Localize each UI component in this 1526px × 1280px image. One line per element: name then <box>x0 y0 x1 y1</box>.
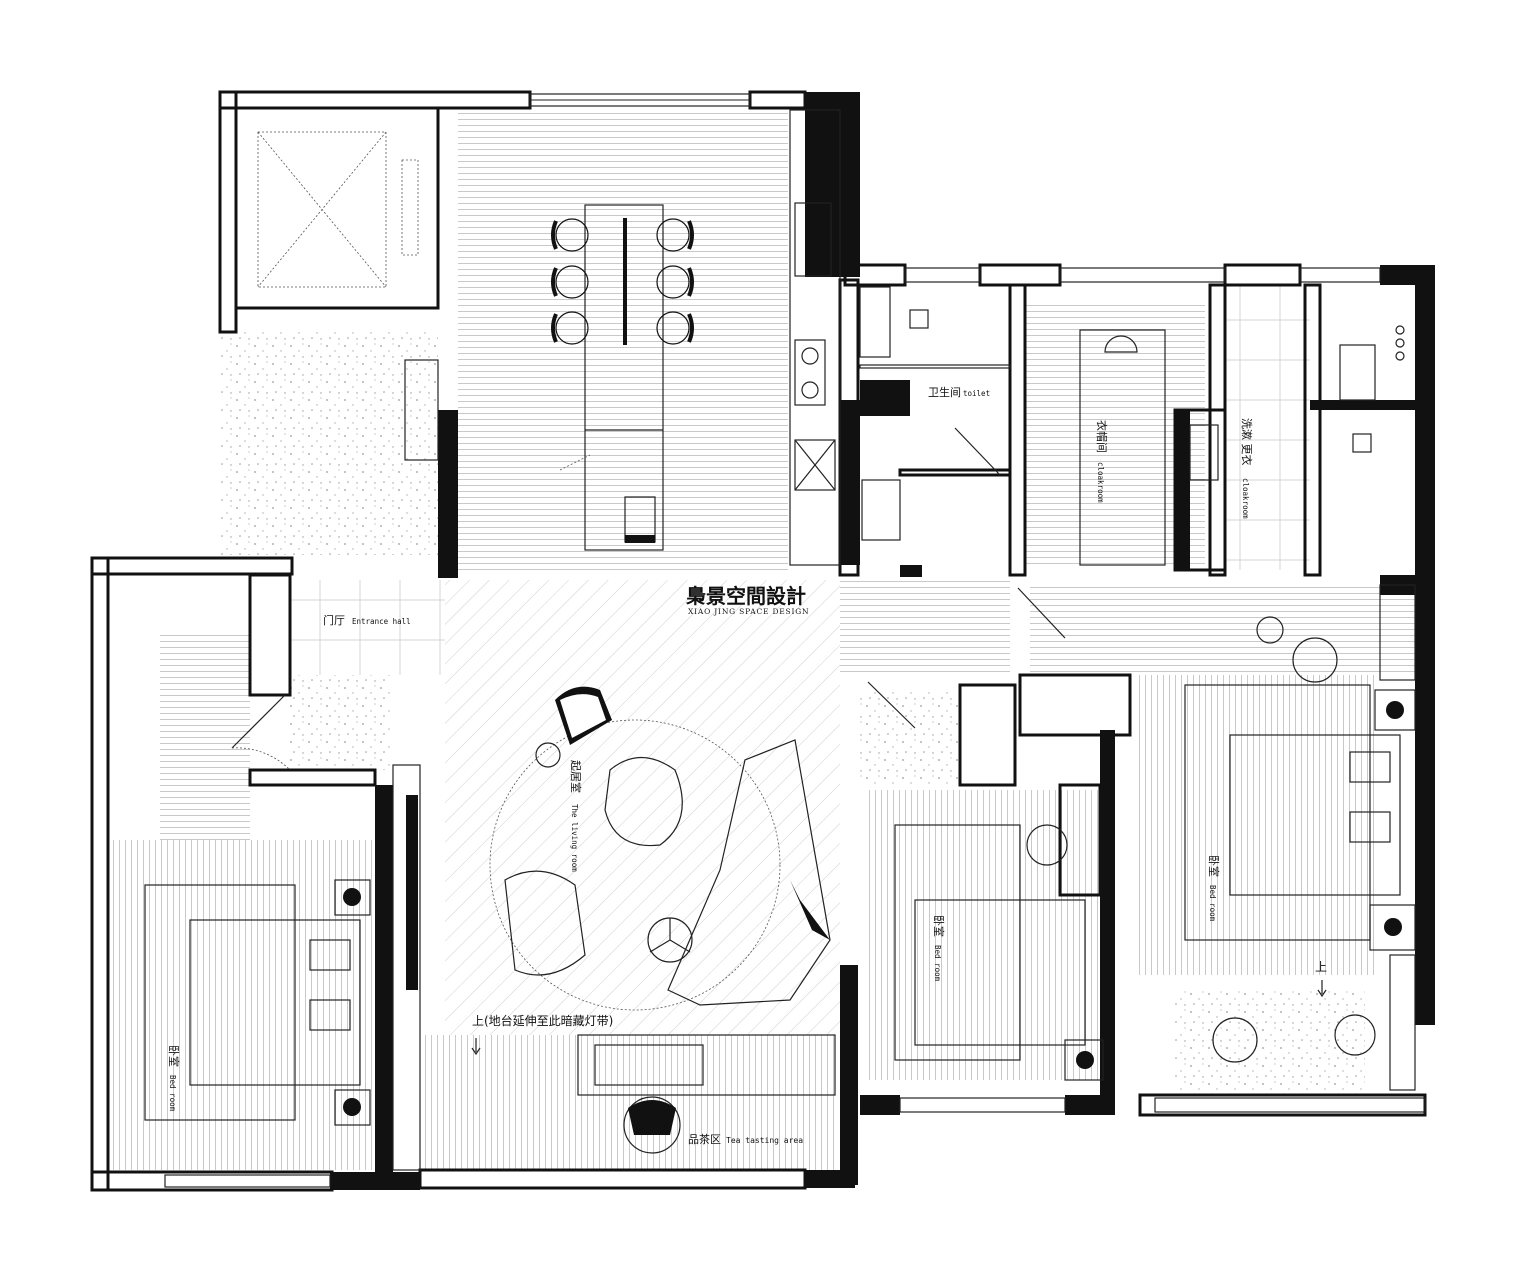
walls <box>90 90 1435 1192</box>
entrance-label-en: Entrance hall <box>352 617 411 626</box>
dining-chair-back <box>551 220 558 250</box>
bed-right <box>1184 584 1416 1091</box>
dining-chair-back <box>551 313 558 343</box>
cloakroom1-label-en: cloakroom <box>1096 462 1105 503</box>
cloakroom1-label-zh: 衣帽间 <box>1095 420 1109 453</box>
floor-fills <box>110 110 1420 1170</box>
bedroom-mid-label-zh: 卧室 <box>932 915 946 937</box>
dining-chair-back <box>687 267 694 297</box>
dining-chair-back <box>687 313 694 343</box>
toilet-label-en: toilet <box>963 389 990 398</box>
bedroom-right-label-zh: 卧室 <box>1207 855 1221 877</box>
living-label-zh: 起居室 <box>569 760 583 793</box>
toilet-label-zh: 卫生间 <box>928 385 961 399</box>
kitchen-counter <box>789 109 841 566</box>
bedroom-left-label-en: Bed room <box>168 1075 177 1112</box>
dining-chair <box>656 218 690 252</box>
doors <box>231 427 1066 771</box>
entrance-label-zh: 门厅 <box>323 613 345 627</box>
dining-chair <box>555 218 589 252</box>
step-arrow-living-icon <box>471 1038 481 1056</box>
dining-chair <box>656 311 690 345</box>
step-arrow-right-icon <box>1317 980 1327 998</box>
dining-chair <box>555 311 589 345</box>
bedroom-left-label-zh: 卧室 <box>167 1045 181 1067</box>
bedroom-mid-label-en: Bed room <box>933 945 942 982</box>
tea-area-furniture <box>577 1034 836 1154</box>
tea-label-zh: 品茶区 <box>688 1133 721 1146</box>
windows <box>164 93 1426 1188</box>
step-note-right: 上 <box>1315 960 1327 974</box>
cloakroom-island <box>1079 329 1166 566</box>
cloakroom2-label-zh: 洗漱 更衣 <box>1240 418 1254 466</box>
elevator-shaft <box>257 131 439 461</box>
toilet-fixtures <box>859 286 1405 541</box>
living-room-furniture <box>489 686 831 1011</box>
bed-left <box>144 879 371 1126</box>
dining-table <box>584 204 664 551</box>
dining-chair <box>555 265 589 299</box>
dining-chair-back <box>687 220 694 250</box>
tea-label-en: Tea tasting area <box>726 1136 803 1145</box>
living-label-en: The living room <box>570 804 579 872</box>
step-note-living: 上(地台延伸至此暗藏灯带) <box>472 1013 613 1028</box>
bedroom-right-label-en: Bed room <box>1208 885 1217 922</box>
tv-wall <box>392 764 421 1171</box>
cloakroom2-label-en: cloakroom <box>1241 478 1250 519</box>
brand-logo: 梟景空間設計 XIAO JING SPACE DESIGN <box>685 584 809 616</box>
dining-chair-back <box>551 267 558 297</box>
bed-middle <box>894 824 1104 1081</box>
dining-chairs <box>551 218 694 345</box>
dining-chair <box>656 265 690 299</box>
brand-subtitle: XIAO JING SPACE DESIGN <box>688 607 809 616</box>
brand-name: 梟景空間設計 <box>685 584 806 608</box>
